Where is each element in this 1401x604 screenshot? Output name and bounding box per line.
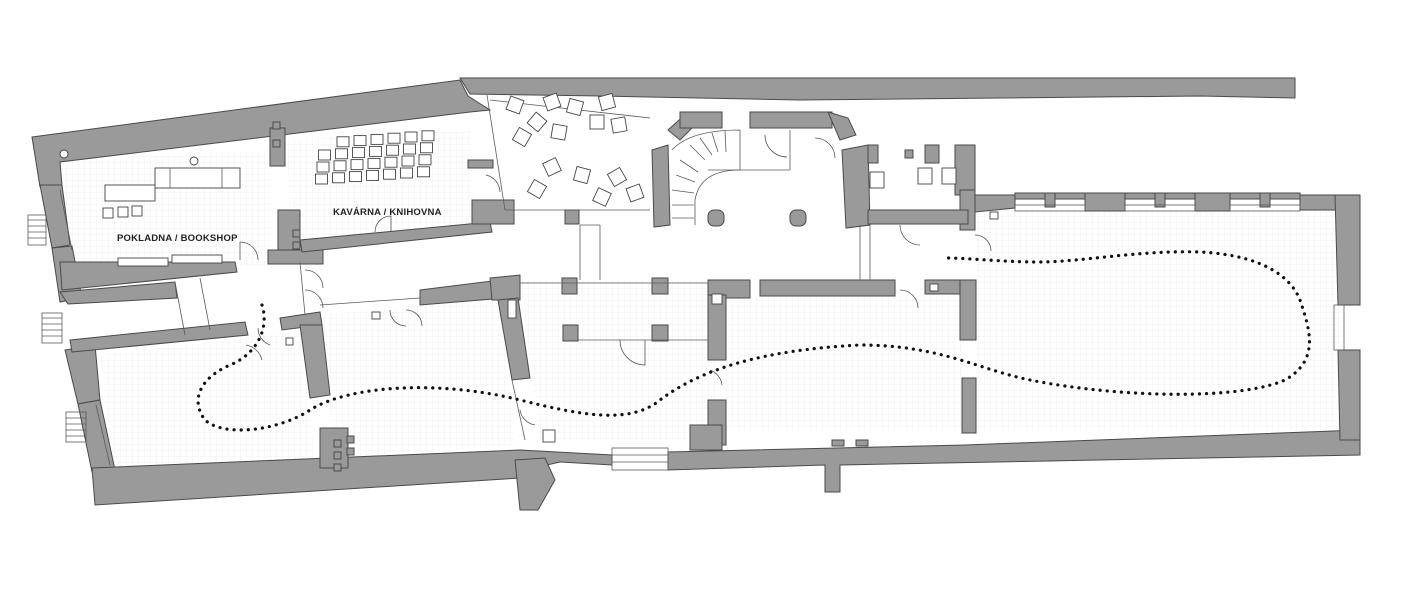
- cafe-table: [352, 147, 365, 159]
- cafe-table: [333, 160, 347, 172]
- cafe-table: [353, 135, 367, 147]
- cafe-table: [417, 166, 430, 178]
- cafe-table: [386, 144, 399, 156]
- doors: [239, 134, 992, 426]
- cafe-table: [336, 136, 350, 148]
- cafe-table: [332, 172, 345, 184]
- cafe-table: [404, 131, 418, 143]
- cafe-table: [421, 130, 435, 142]
- accessibility-symbols: [285, 211, 999, 346]
- visitor-route: [196, 250, 1312, 432]
- cafe-table: [349, 171, 362, 183]
- cafe-table: [318, 149, 331, 161]
- cafe-table: [315, 173, 328, 185]
- cafe-table: [418, 154, 432, 166]
- cafe-table: [383, 168, 396, 180]
- cafe-table: [335, 148, 348, 160]
- room-label-cafe: KAVÁRNA / KNIHOVNA: [333, 207, 442, 218]
- window-lines: [27, 94, 1345, 471]
- cafe-table: [367, 157, 381, 169]
- interior-walls: [59, 111, 977, 472]
- exterior-walls: [31, 79, 1361, 511]
- street-boundary: [459, 77, 1296, 101]
- wc-fixtures: [507, 167, 957, 443]
- cafe-table: [370, 133, 384, 145]
- cafe-table: [350, 159, 364, 171]
- cafe-tables: [315, 130, 435, 185]
- cafe-table: [369, 145, 382, 157]
- cafe-table: [400, 167, 413, 179]
- cafe-table: [420, 142, 433, 154]
- courtyard-tables: [505, 92, 645, 207]
- cafe-table: [366, 169, 379, 181]
- cafe-table: [384, 156, 398, 168]
- cafe-table: [403, 143, 416, 155]
- cafe-table: [387, 132, 401, 144]
- floor-hatch: [60, 130, 1340, 470]
- bookshop-furniture: [59, 149, 241, 267]
- cafe-table: [401, 155, 415, 167]
- room-label-bookshop: POKLADNA / BOOKSHOP: [117, 233, 238, 244]
- cafe-table: [316, 161, 330, 173]
- staircase: [671, 129, 791, 225]
